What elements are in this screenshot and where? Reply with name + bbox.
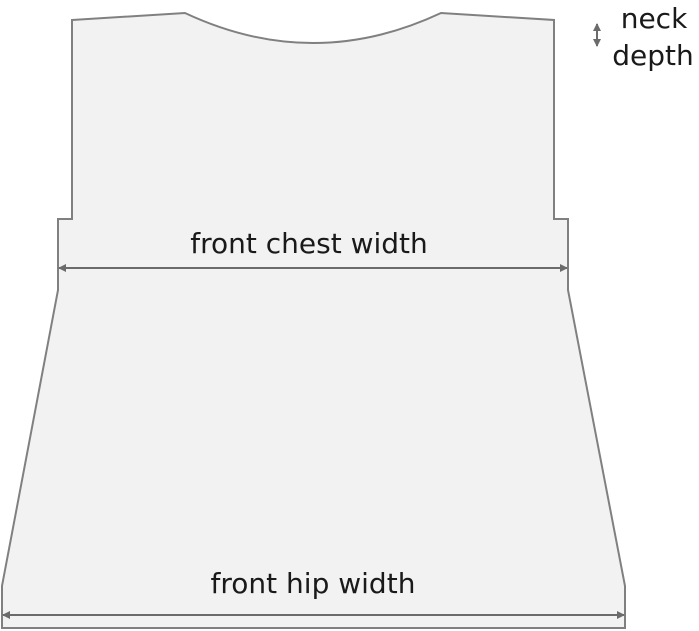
front-chest-width-label: front chest width: [190, 227, 428, 260]
front-hip-width-label: front hip width: [211, 567, 416, 600]
front-chest-width-measure: front chest width: [58, 227, 568, 272]
neck-depth-indicator: neck depth: [593, 2, 694, 72]
front-hip-width-measure: front hip width: [2, 567, 625, 619]
neck-depth-label-line2: depth: [612, 39, 694, 72]
garment-front-outline: [0, 11, 626, 629]
neck-depth-label-line1: neck: [621, 2, 688, 35]
